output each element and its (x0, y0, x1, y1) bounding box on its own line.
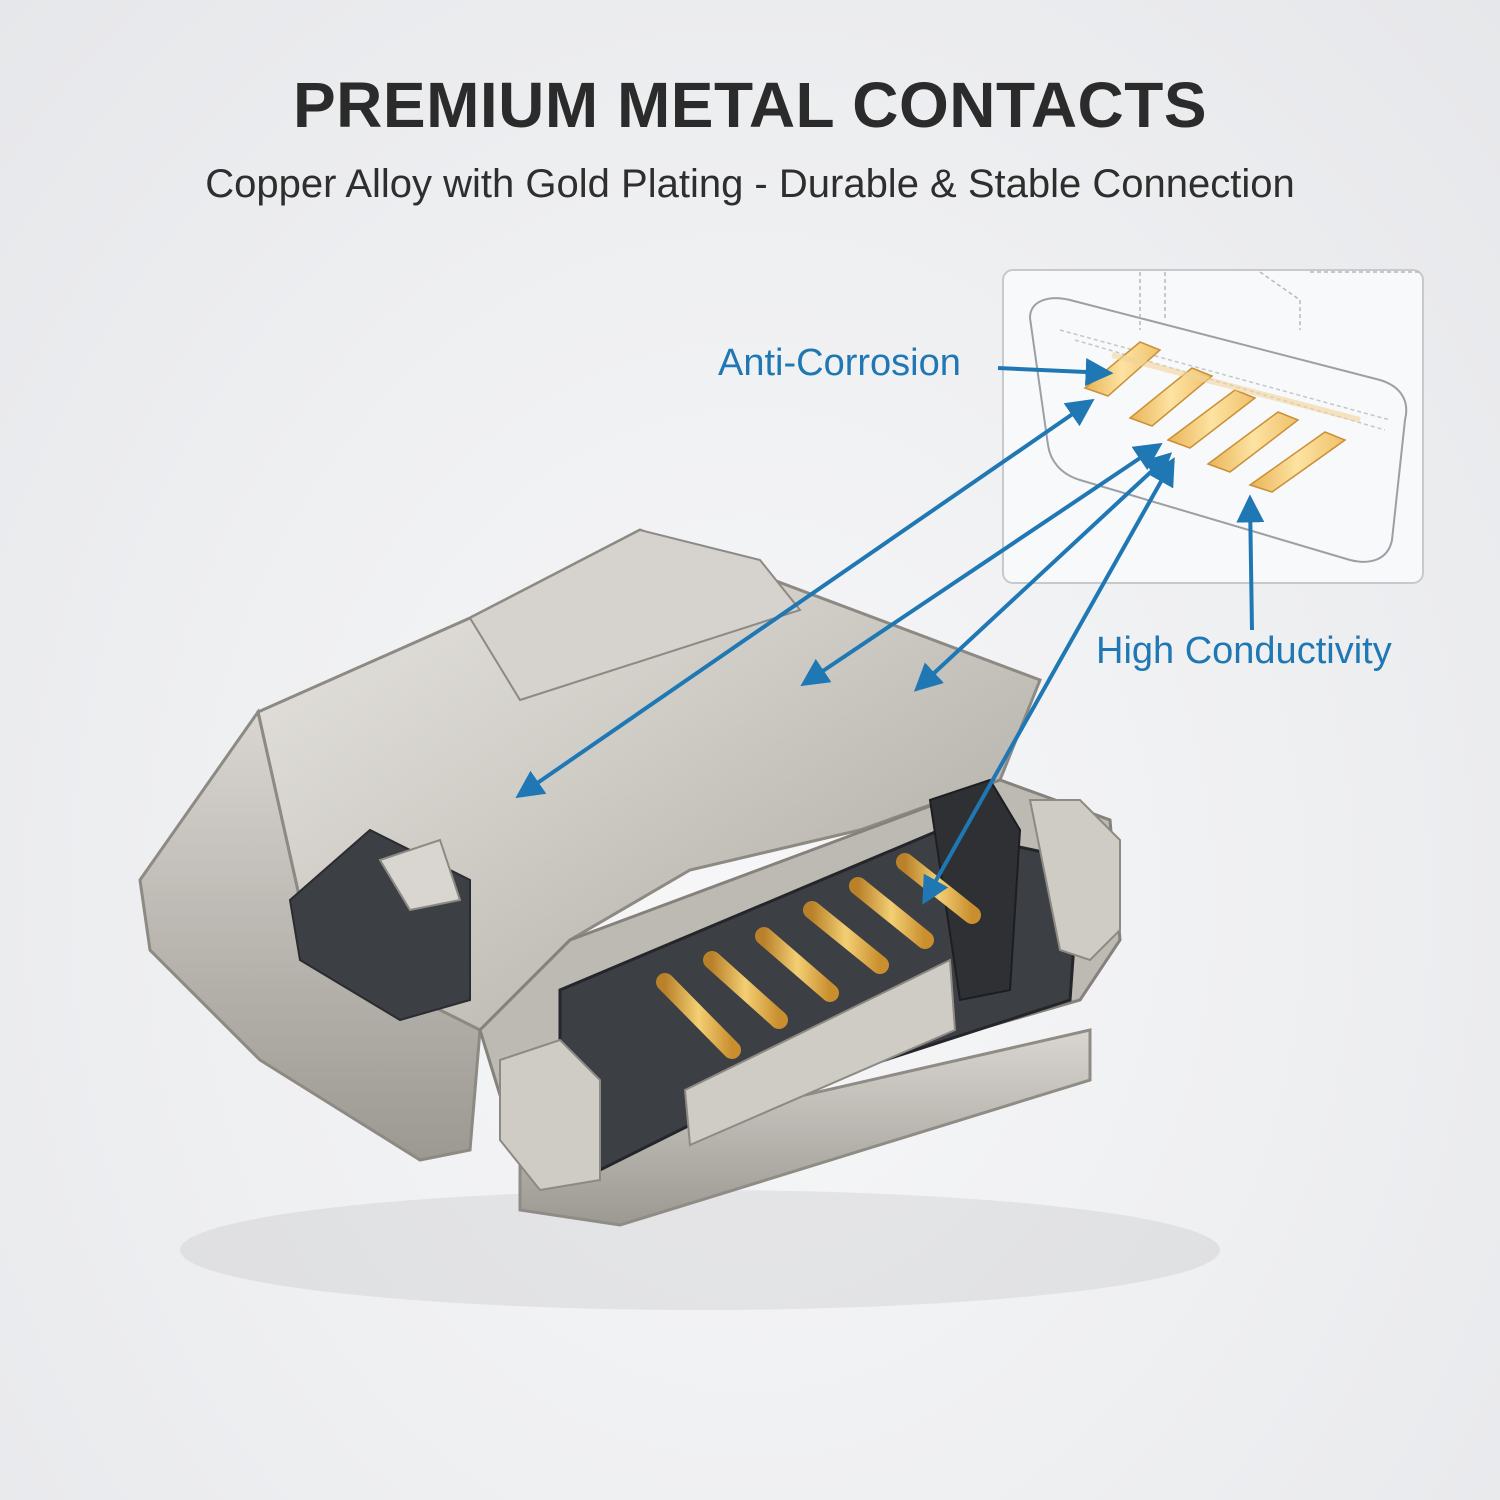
page-title: PREMIUM METAL CONTACTS (292, 69, 1208, 141)
gold-pin (849, 877, 934, 949)
callout-anti-corrosion: Anti-Corrosion (718, 342, 961, 384)
gold-pin (703, 951, 788, 1029)
inset-diagram (1002, 269, 1424, 584)
callout-high-conductivity: High Conductivity (1096, 630, 1392, 672)
arrow-to-pin (922, 457, 1175, 905)
arrow-anti-corrosion (997, 357, 1114, 386)
gold-pin (656, 973, 741, 1059)
gold-pin (803, 901, 889, 974)
callout-arrows (515, 357, 1265, 905)
page-subtitle: Copper Alloy with Gold Plating - Durable… (205, 162, 1295, 206)
gold-pin (755, 927, 839, 1002)
arrow-high-conductivity (1236, 494, 1265, 631)
usb-connector (138, 528, 1220, 1310)
